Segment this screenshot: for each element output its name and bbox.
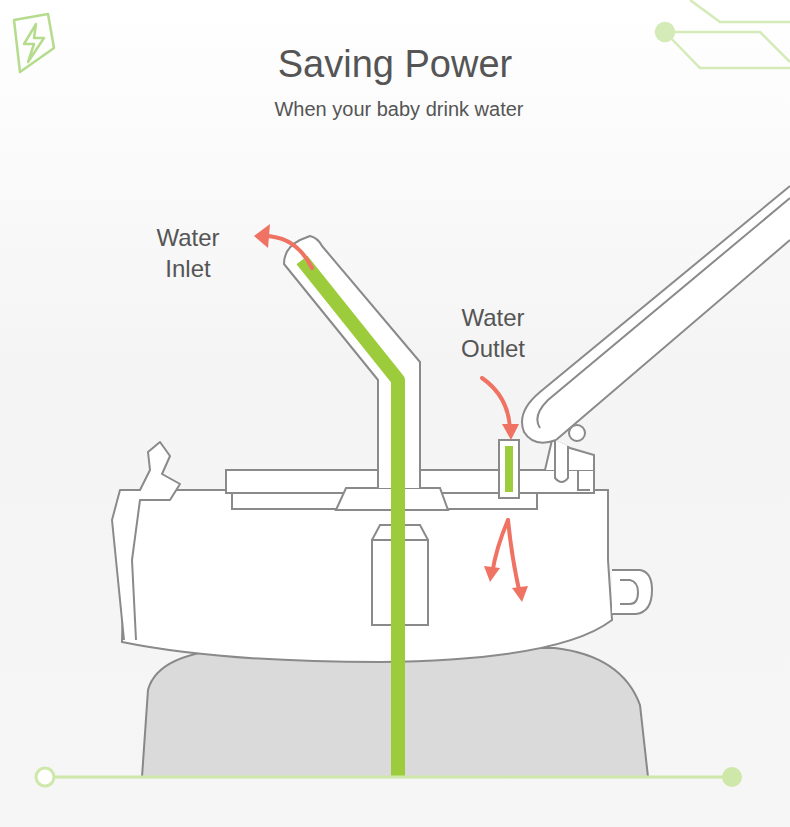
- arrow-head: [254, 224, 270, 248]
- callout-label: Water Outlet: [444, 302, 542, 364]
- flip-lid: [522, 186, 790, 443]
- callout-label: Water Inlet: [140, 222, 236, 284]
- handle-hole: [620, 580, 638, 604]
- circuit-decoration: [656, 0, 790, 68]
- outlet-arrow-in: [482, 378, 510, 428]
- lid-hook: [555, 440, 568, 482]
- subtitle: When your baby drink water: [4, 96, 790, 122]
- hinge-latch: [578, 470, 590, 490]
- water-outlet: [499, 440, 519, 498]
- circuit-line: [665, 32, 790, 62]
- arrow-head: [502, 424, 519, 440]
- arrow-head: [512, 586, 528, 602]
- arrow-heads: [254, 224, 528, 602]
- lid-cap: [122, 490, 612, 662]
- inlet-arrow: [264, 236, 312, 268]
- outlet-water: [505, 446, 513, 492]
- circuit-line: [665, 32, 790, 68]
- base-dot: [36, 768, 54, 786]
- outlet-arrow-out: [492, 520, 508, 574]
- hinge-pin: [569, 425, 585, 441]
- outlet-arrow-out: [508, 520, 520, 594]
- lid-clip: [112, 442, 180, 640]
- icon-bolt: [24, 24, 44, 62]
- handle-ring: [612, 570, 652, 614]
- lightning-icon: [14, 14, 54, 72]
- circuit-dot: [656, 23, 674, 41]
- straw: [302, 260, 398, 776]
- flip-lid-edge: [537, 198, 790, 428]
- base-dot: [722, 767, 742, 787]
- title: Saving Power: [0, 40, 790, 89]
- flow-arrows: [264, 236, 520, 594]
- arrow-head: [484, 566, 500, 582]
- icon-frame: [14, 14, 54, 72]
- hinge-block: [545, 440, 594, 470]
- circuit-line: [690, 0, 790, 22]
- base-line: [52, 776, 724, 779]
